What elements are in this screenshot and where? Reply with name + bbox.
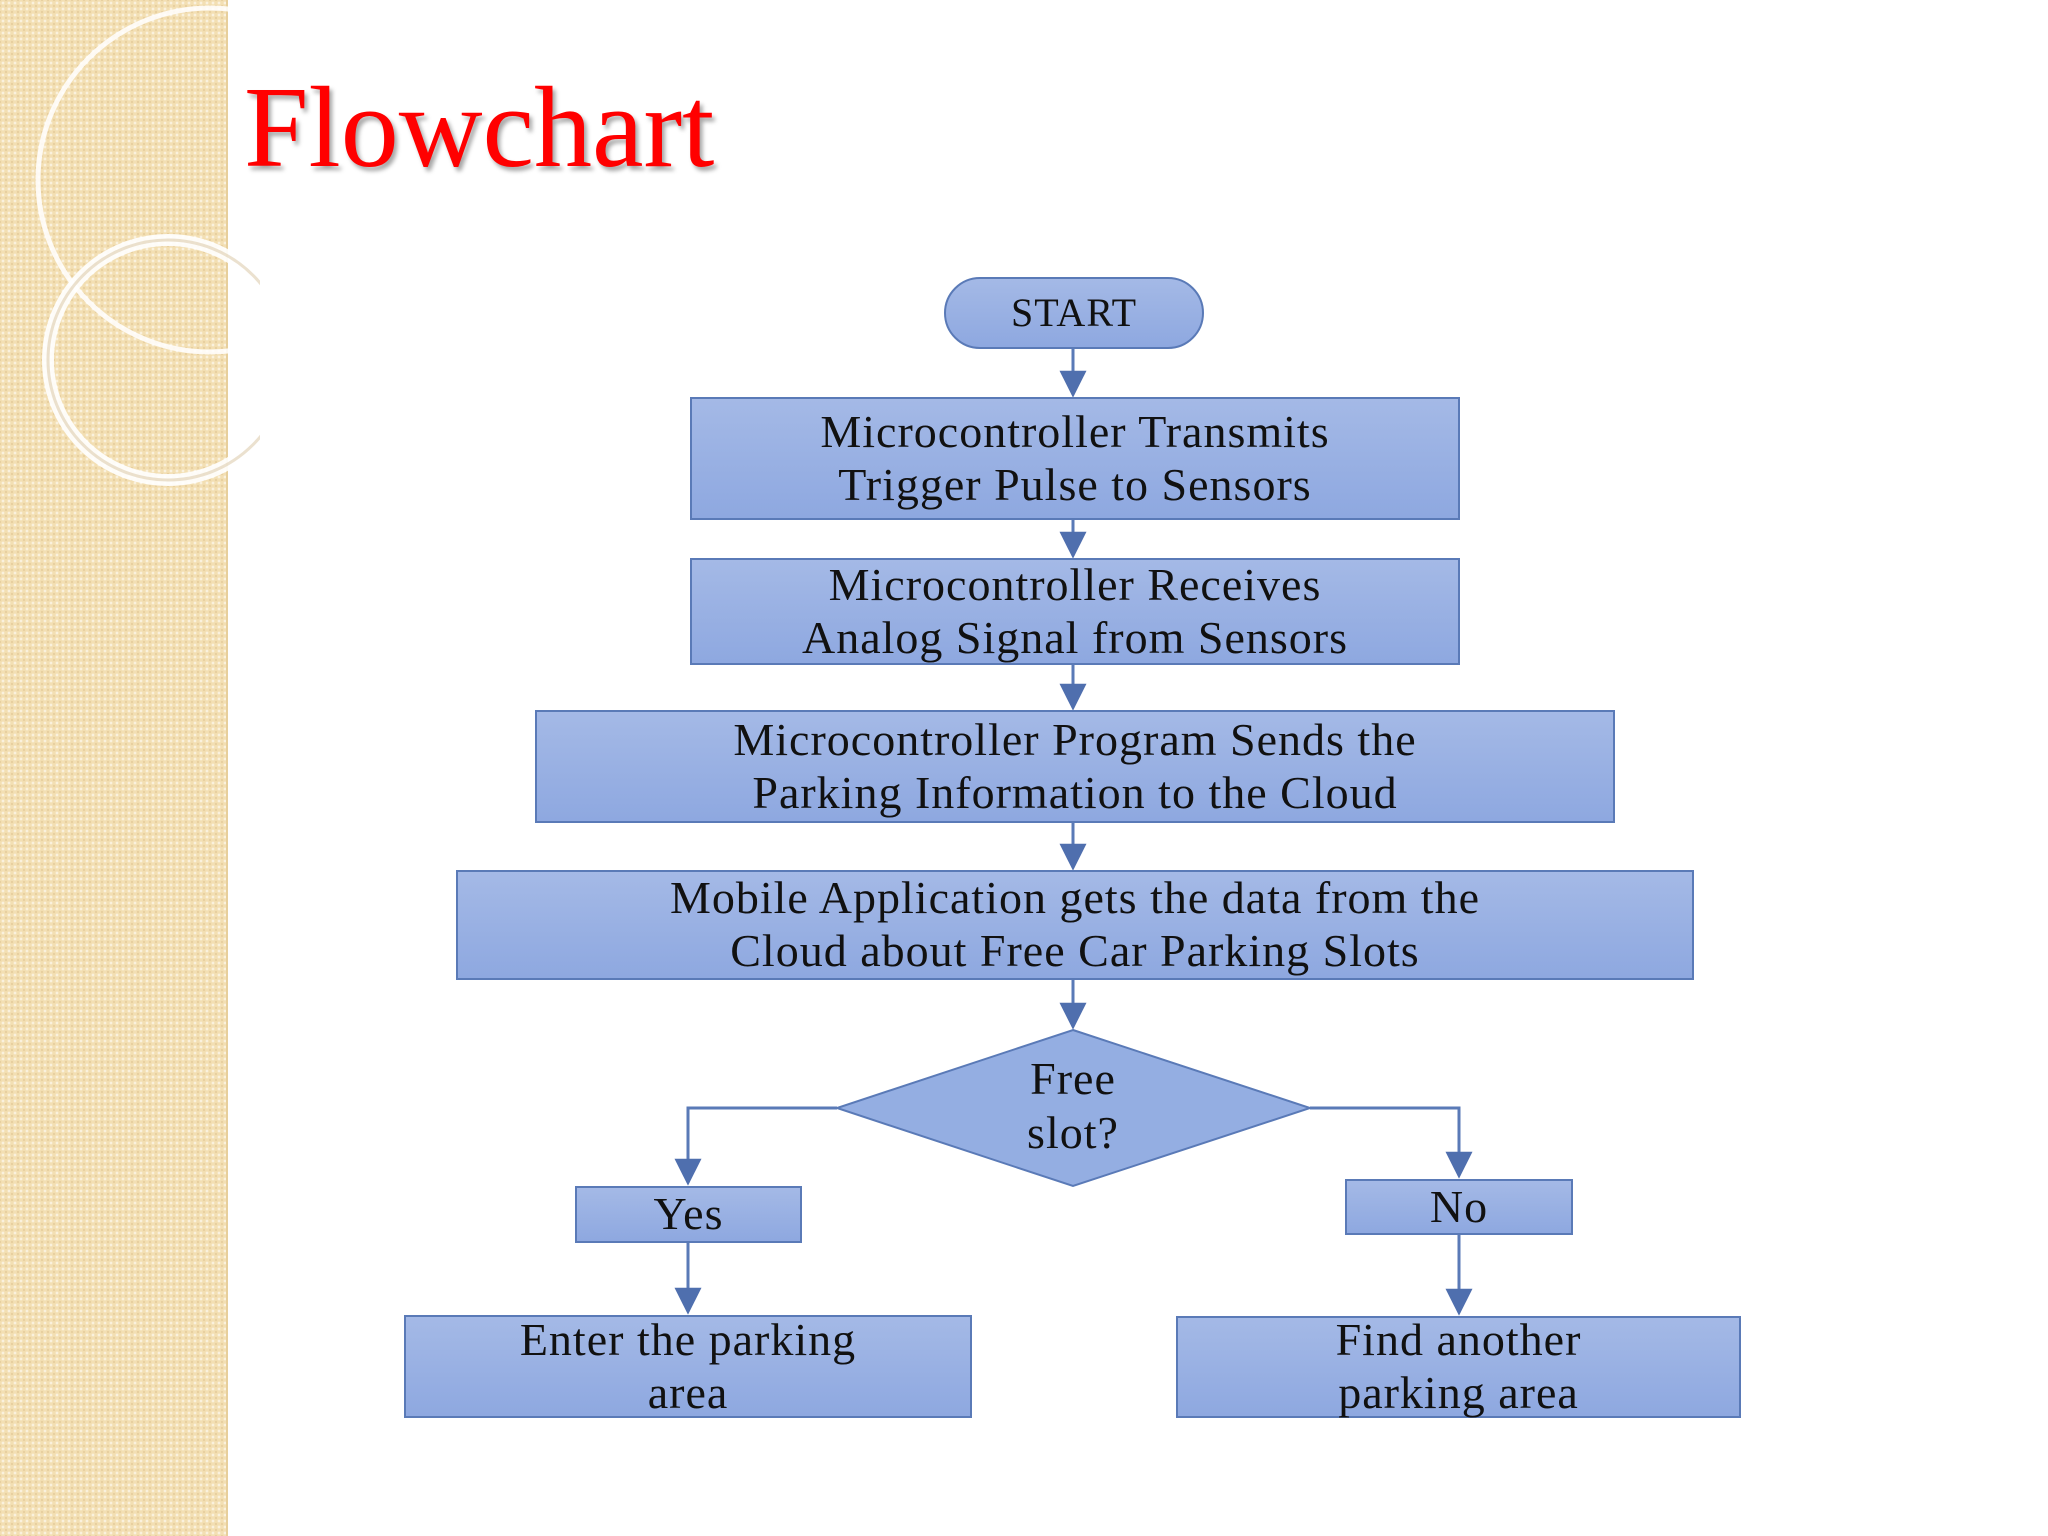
decorative-circles bbox=[35, 5, 260, 486]
no-label: No bbox=[1429, 1180, 1489, 1232]
large-ring bbox=[35, 5, 260, 355]
yes-node: Yes bbox=[575, 1186, 802, 1243]
decision-diamond bbox=[833, 1028, 1314, 1188]
start-node: START bbox=[944, 277, 1204, 349]
step-send-to-cloud-label: Microcontroller Program Sends the Parkin… bbox=[733, 713, 1417, 818]
medium-ring-shadow bbox=[46, 238, 260, 482]
step-send-to-cloud: Microcontroller Program Sends the Parkin… bbox=[535, 710, 1615, 823]
find-another-label: Find another parking area bbox=[1335, 1314, 1582, 1418]
sidebar-edge bbox=[226, 0, 228, 1536]
decision-label: Free slot? bbox=[1027, 1053, 1119, 1159]
connector-decision-yes bbox=[674, 1106, 837, 1186]
no-node: No bbox=[1345, 1179, 1573, 1235]
slide-title: Flowchart bbox=[244, 64, 715, 192]
enter-parking-node: Enter the parking area bbox=[404, 1313, 972, 1418]
yes-label: Yes bbox=[653, 1188, 724, 1240]
step-mobile-app: Mobile Application gets the data from th… bbox=[456, 870, 1694, 980]
start-label: START bbox=[1010, 290, 1138, 335]
step-receive-signal: Microcontroller Receives Analog Signal f… bbox=[690, 558, 1460, 665]
step-receive-signal-label: Microcontroller Receives Analog Signal f… bbox=[801, 558, 1348, 663]
step-transmit-trigger: Microcontroller Transmits Trigger Pulse … bbox=[690, 397, 1460, 520]
connector-decision-no bbox=[1310, 1106, 1473, 1179]
find-another-node: Find another parking area bbox=[1176, 1314, 1741, 1418]
enter-parking-label: Enter the parking area bbox=[519, 1313, 857, 1418]
step-mobile-app-label: Mobile Application gets the data from th… bbox=[669, 872, 1481, 976]
step-transmit-trigger-label: Microcontroller Transmits Trigger Pulse … bbox=[820, 405, 1330, 510]
